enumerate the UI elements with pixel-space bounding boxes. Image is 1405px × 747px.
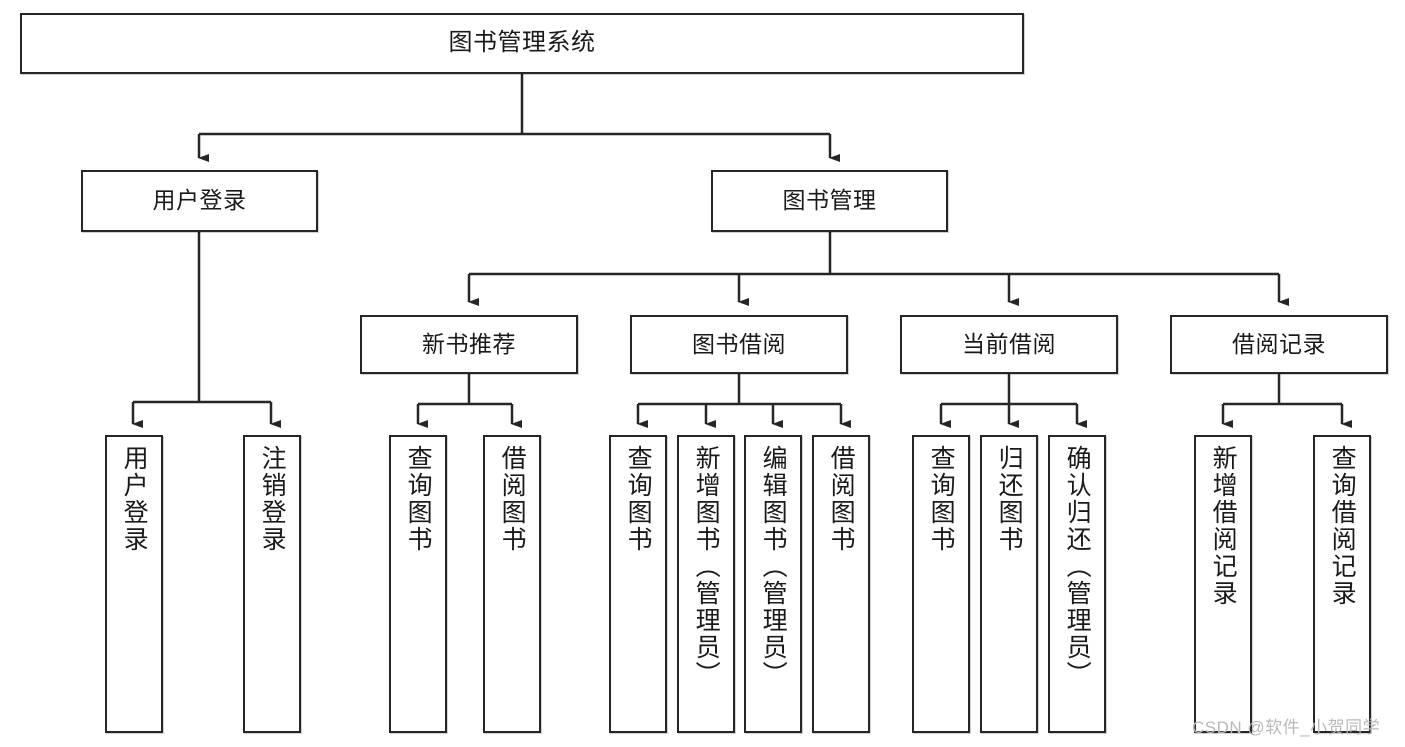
node-book-borrow-label: 图书借阅 bbox=[692, 330, 786, 357]
leaf-return-book[interactable]: 归还图书 bbox=[980, 435, 1038, 733]
leaf-add-book-label: 新增图书（管理员） bbox=[692, 445, 721, 688]
leaf-query-book-1-label: 查询图书 bbox=[404, 445, 433, 553]
leaf-borrow-book-2[interactable]: 借阅图书 bbox=[812, 435, 870, 733]
watermark: CSDN @软件_小贺同学 bbox=[1192, 718, 1381, 737]
leaf-query-book-3-label: 查询图书 bbox=[927, 445, 956, 553]
leaf-user-login[interactable]: 用户登录 bbox=[105, 435, 163, 733]
leaf-query-book-3[interactable]: 查询图书 bbox=[912, 435, 970, 733]
node-user-login[interactable]: 用户登录 bbox=[81, 170, 318, 232]
leaf-query-record-label: 查询借阅记录 bbox=[1328, 445, 1357, 607]
node-book-manage-label: 图书管理 bbox=[782, 187, 877, 214]
node-borrow-record-label: 借阅记录 bbox=[1232, 330, 1326, 357]
node-user-login-label: 用户登录 bbox=[152, 187, 247, 214]
node-current-borrow-label: 当前借阅 bbox=[962, 330, 1056, 357]
leaf-edit-book-label: 编辑图书（管理员） bbox=[759, 445, 788, 688]
node-root-label: 图书管理系统 bbox=[448, 29, 596, 57]
node-new-book-recommend-label: 新书推荐 bbox=[422, 330, 516, 357]
node-new-book-recommend[interactable]: 新书推荐 bbox=[360, 315, 578, 374]
leaf-user-login-label: 用户登录 bbox=[120, 445, 149, 553]
leaf-query-book-2-label: 查询图书 bbox=[624, 445, 653, 553]
node-root[interactable]: 图书管理系统 bbox=[20, 13, 1024, 74]
leaf-edit-book[interactable]: 编辑图书（管理员） bbox=[744, 435, 802, 733]
leaf-return-book-label: 归还图书 bbox=[995, 445, 1024, 553]
leaf-borrow-book-2-label: 借阅图书 bbox=[827, 445, 856, 553]
leaf-logout-label: 注销登录 bbox=[258, 445, 287, 553]
node-borrow-record[interactable]: 借阅记录 bbox=[1170, 315, 1388, 374]
leaf-query-book-2[interactable]: 查询图书 bbox=[609, 435, 667, 733]
leaf-add-record-label: 新增借阅记录 bbox=[1209, 445, 1238, 607]
node-current-borrow[interactable]: 当前借阅 bbox=[900, 315, 1118, 374]
leaf-borrow-book-1[interactable]: 借阅图书 bbox=[483, 435, 541, 733]
leaf-add-book[interactable]: 新增图书（管理员） bbox=[677, 435, 735, 733]
leaf-query-book-1[interactable]: 查询图书 bbox=[389, 435, 447, 733]
leaf-borrow-book-1-label: 借阅图书 bbox=[498, 445, 527, 553]
leaf-logout[interactable]: 注销登录 bbox=[243, 435, 301, 733]
node-book-borrow[interactable]: 图书借阅 bbox=[630, 315, 848, 374]
leaf-confirm-return-label: 确认归还（管理员） bbox=[1063, 445, 1092, 688]
node-book-manage[interactable]: 图书管理 bbox=[711, 170, 948, 232]
leaf-query-record[interactable]: 查询借阅记录 bbox=[1313, 435, 1371, 733]
leaf-confirm-return[interactable]: 确认归还（管理员） bbox=[1048, 435, 1106, 733]
leaf-add-record[interactable]: 新增借阅记录 bbox=[1194, 435, 1252, 733]
